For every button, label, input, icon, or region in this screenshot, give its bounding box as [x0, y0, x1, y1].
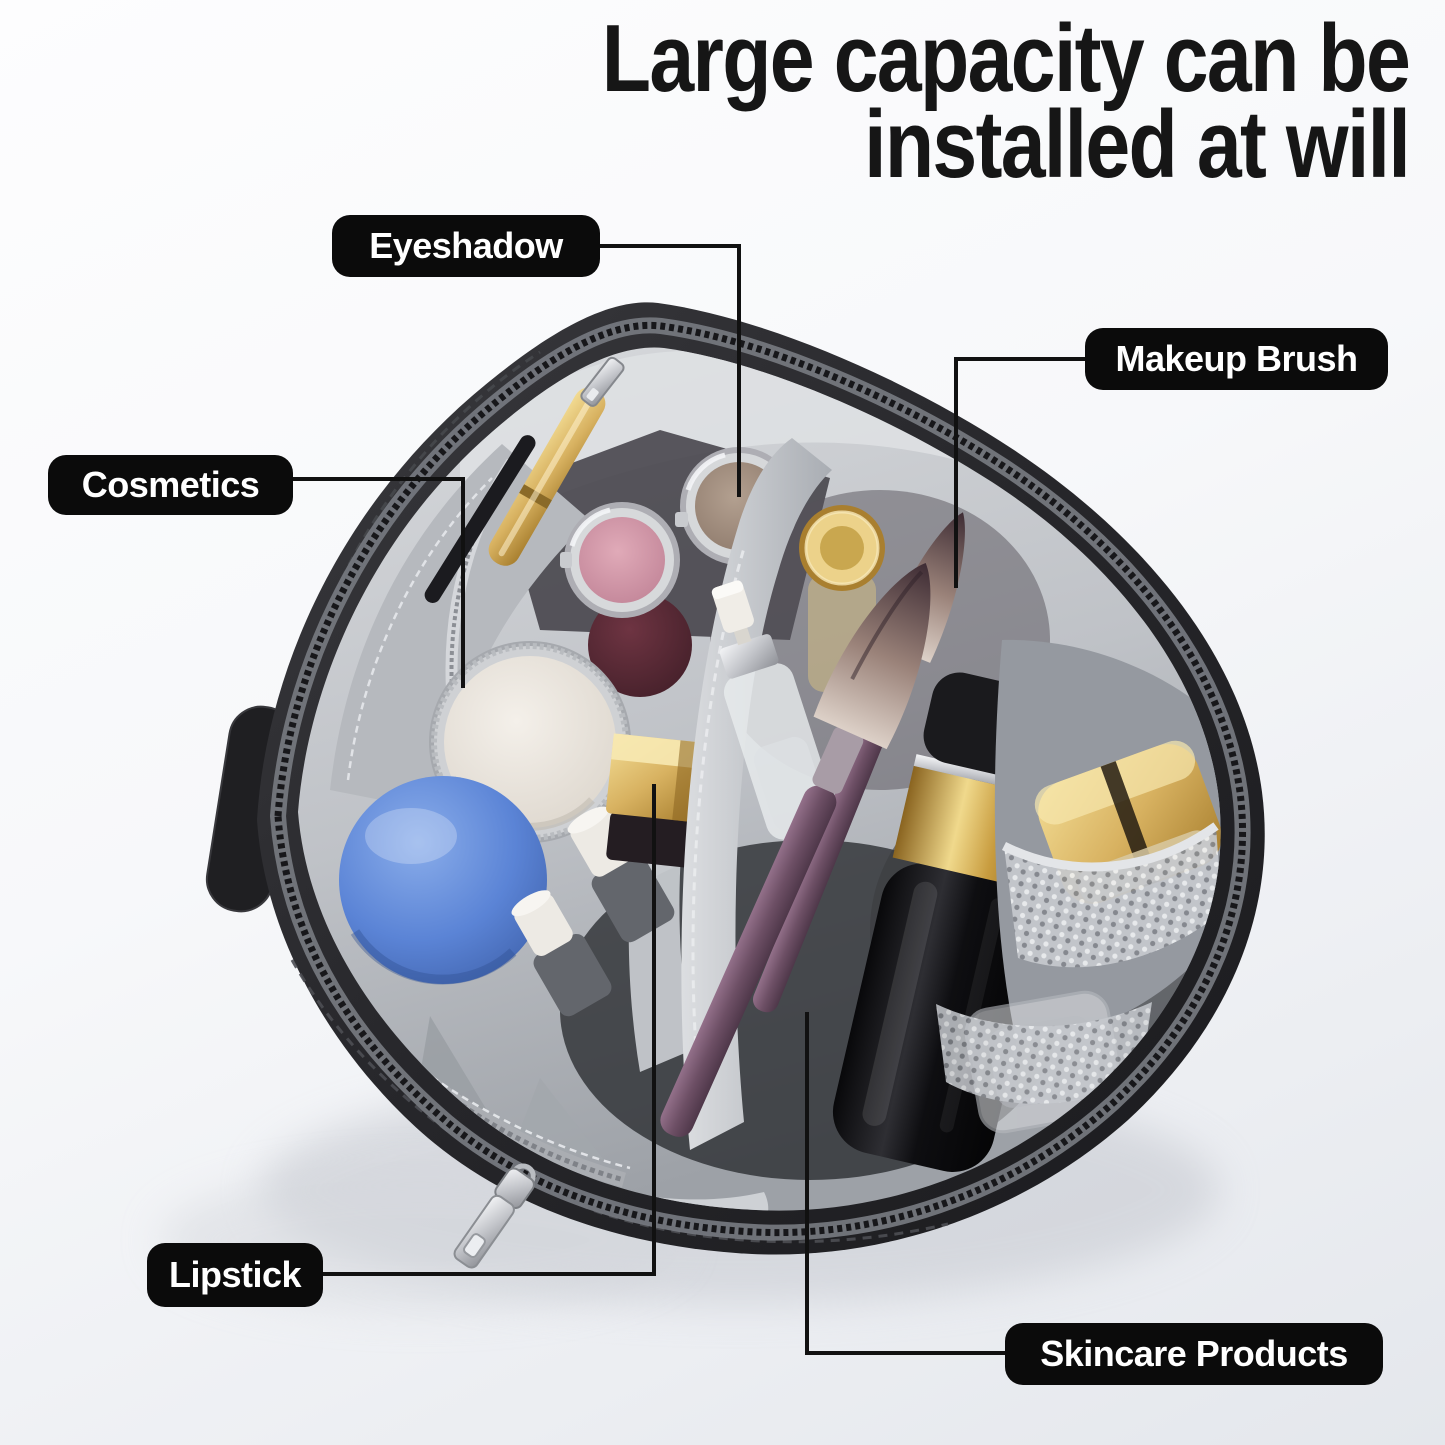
title-line-2: installed at will [863, 91, 1411, 199]
callout-skincare-products-label: Skincare Products [1040, 1333, 1348, 1374]
blush-compact [560, 502, 680, 618]
makeup-brush-large [660, 562, 931, 1137]
compartment-divider [681, 438, 832, 1150]
maroon-bottle [588, 593, 692, 697]
callout-lipstick: Lipstick [147, 1243, 323, 1307]
title-line-1: Large capacity can be [601, 5, 1411, 112]
blue-silicone-ball [339, 776, 547, 985]
callout-cosmetics-label: Cosmetics [81, 464, 260, 505]
callout-skincare-products: Skincare Products [1005, 1323, 1383, 1385]
callout-cosmetics: Cosmetics [48, 455, 293, 515]
mesh-pocket-front [1004, 826, 1221, 968]
callout-makeup-brush: Makeup Brush [1085, 328, 1388, 390]
page-title: Large capacity can be installed at will [601, 5, 1411, 199]
callout-makeup-brush-label: Makeup Brush [1115, 338, 1358, 379]
callout-eyeshadow-label: Eyeshadow [369, 225, 563, 266]
callout-eyeshadow: Eyeshadow [332, 215, 600, 277]
callout-lipstick-label: Lipstick [168, 1254, 302, 1295]
